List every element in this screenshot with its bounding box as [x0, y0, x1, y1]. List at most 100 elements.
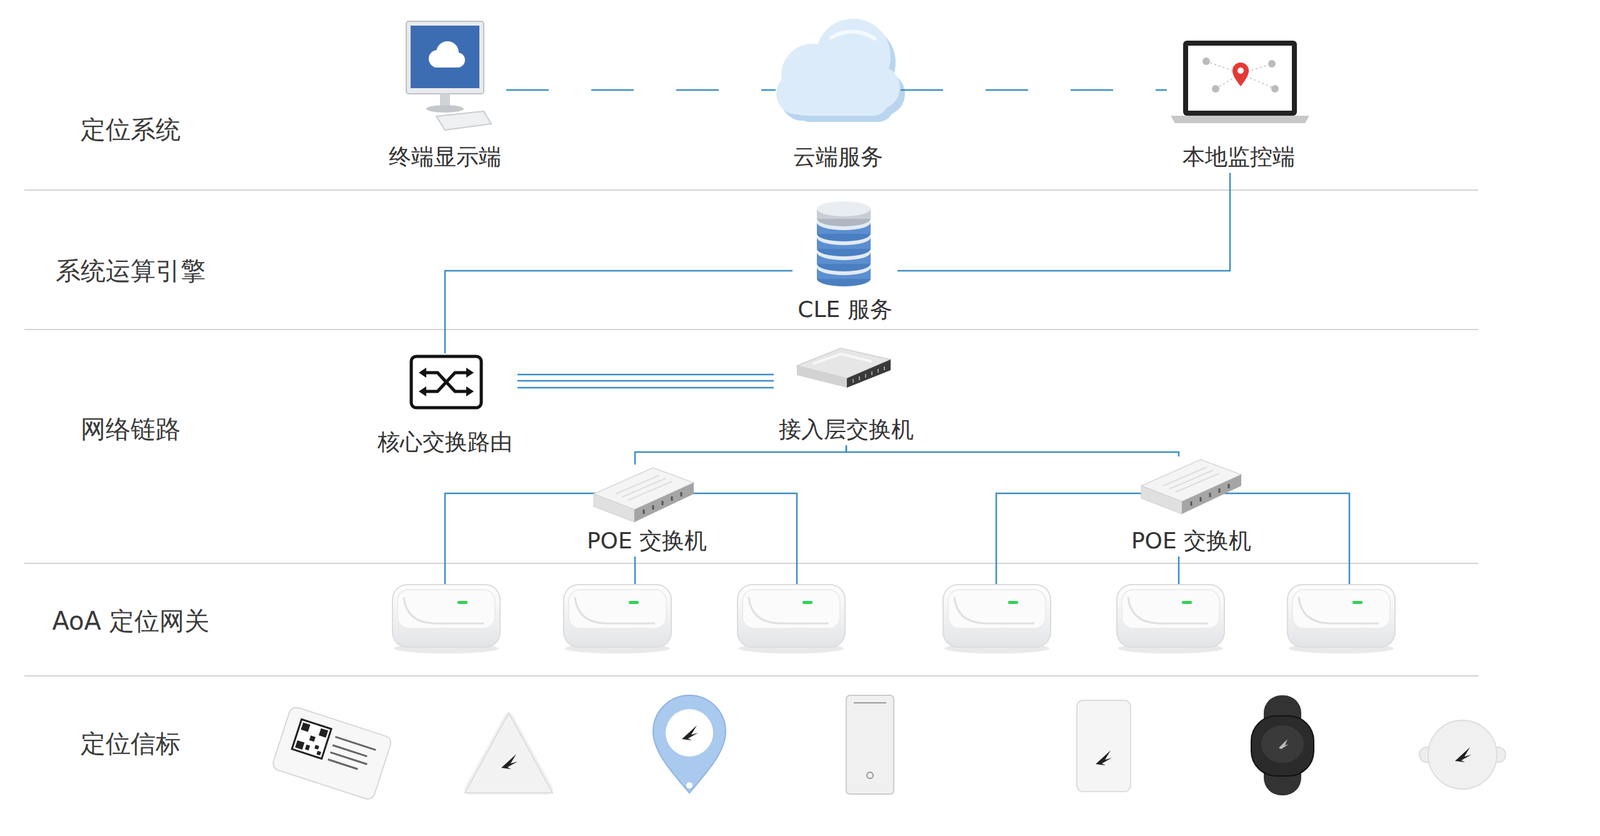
beacon-wristband: [1261, 725, 1304, 763]
access-switch-icon: [877, 368, 879, 373]
layer-label: 网络链路: [80, 413, 181, 444]
beacon-disc: [1455, 746, 1472, 762]
monitor-icon: [406, 21, 492, 130]
device-node: 云端服务: [775, 18, 901, 174]
connector-line: [900, 89, 1167, 92]
aoa-gateway: [392, 584, 1395, 654]
laptop-icon: [1170, 40, 1310, 124]
poe-switch-icon: [1163, 466, 1220, 492]
beacon-disc: [1428, 720, 1497, 789]
device-node: 本地监控端: [1166, 40, 1311, 174]
cloud-icon: [776, 18, 900, 116]
monitor-icon: [428, 41, 465, 68]
connector: [517, 374, 774, 388]
device-label: 接入层交换机: [778, 415, 914, 443]
beacon-card-tag: [328, 736, 376, 772]
laptop-icon: [1206, 61, 1275, 89]
beacon-card: [1076, 700, 1131, 792]
poe-switch-icon: [1163, 466, 1207, 486]
beacon-triangle: [501, 753, 518, 769]
cloud-icon: [831, 31, 875, 39]
router-icon: [466, 386, 474, 397]
monitor-icon: [410, 25, 480, 89]
aoa-gateway: [1287, 584, 1395, 654]
layer-divider: [24, 189, 1479, 191]
access-switch-icon: [812, 353, 872, 364]
laptop-icon: [1183, 40, 1297, 116]
beacon-card-tag: [316, 750, 322, 756]
router-icon: [418, 367, 427, 378]
connector-line: [517, 373, 774, 376]
beacon-teardrop: [686, 781, 693, 789]
monitor-icon: [406, 21, 484, 94]
beacon-card-tag: [328, 759, 359, 769]
poe-switch-icon: [1141, 485, 1182, 514]
poe-switch-icon: [621, 478, 666, 497]
device-label: 核心交换路由: [377, 428, 513, 455]
router-icon: [466, 367, 474, 378]
poe-switch-icon: [593, 493, 635, 522]
poe-switch-icon: [1181, 474, 1242, 514]
beacon-teardrop: [665, 708, 714, 757]
monitor-icon: [431, 57, 460, 68]
device-label: CLE 服务: [797, 295, 892, 323]
laptop-icon: [1202, 57, 1279, 93]
database-icon: [816, 201, 871, 287]
beacon-teardrop: [653, 695, 726, 793]
database-icon: [816, 201, 871, 217]
beacon-card-tag: [271, 705, 393, 800]
access-switch-icon: [883, 366, 885, 370]
poe-switch-icon: [643, 491, 682, 514]
monitor-icon: [426, 105, 464, 113]
beacon-triangle: [465, 712, 553, 793]
poe-switch-icon: [1209, 492, 1212, 497]
connector-line: [846, 445, 1179, 457]
beacon-wristband: [1278, 738, 1289, 749]
layer-divider: [24, 190, 1479, 676]
connector: [445, 270, 793, 354]
poe-wire: [1178, 556, 1180, 585]
connector: [635, 445, 847, 465]
beacon-card-tag: [314, 744, 320, 750]
device-node: CLE 服务: [792, 200, 898, 326]
beacon-card-tag: [295, 740, 305, 750]
poe-switch-icon: [615, 475, 660, 494]
beacon-card: [853, 701, 887, 704]
laptop-icon: [1271, 85, 1279, 93]
router-icon: [422, 372, 470, 392]
laptop-icon: [1232, 62, 1249, 87]
poe-switch-icon: [1218, 488, 1221, 493]
database-icon: [816, 201, 871, 287]
device-label: 本地监控端: [1182, 143, 1295, 170]
access-switch-icon: [796, 365, 847, 388]
layer-divider: [24, 675, 1479, 677]
device-label: 云端服务: [793, 143, 884, 170]
laptop-icon: [1202, 57, 1210, 65]
poe-wire: [445, 493, 797, 585]
cloud-icon: [788, 81, 889, 116]
connector-line: [506, 89, 776, 92]
connector: [897, 173, 1230, 271]
poe-wire: [445, 493, 1350, 585]
poe-switch-icon: [1191, 483, 1229, 506]
poe-switch-icon: [652, 505, 655, 510]
beacon-triangle: [465, 712, 553, 793]
router-icon: [422, 372, 470, 392]
aoa-gateway: [737, 584, 845, 654]
poe-switch-icon: [1190, 501, 1193, 506]
device-node: 终端显示端: [383, 20, 507, 174]
poe-switch-icon: [634, 482, 694, 522]
device-label: POE 交换机: [1131, 526, 1252, 554]
connector-line: [517, 380, 774, 382]
laptop-icon: [1211, 85, 1220, 93]
beacon-teardrop: [653, 695, 726, 793]
device-node: POE 交换机: [581, 464, 713, 557]
beacon-card-tag: [305, 744, 310, 750]
poe-switch-icon: [680, 491, 683, 497]
connector: [506, 90, 776, 91]
monitor-icon: [436, 111, 492, 130]
layer-divider: [24, 328, 1479, 330]
beacon-card: [1076, 700, 1131, 792]
poe-switch-icon: [615, 475, 672, 500]
